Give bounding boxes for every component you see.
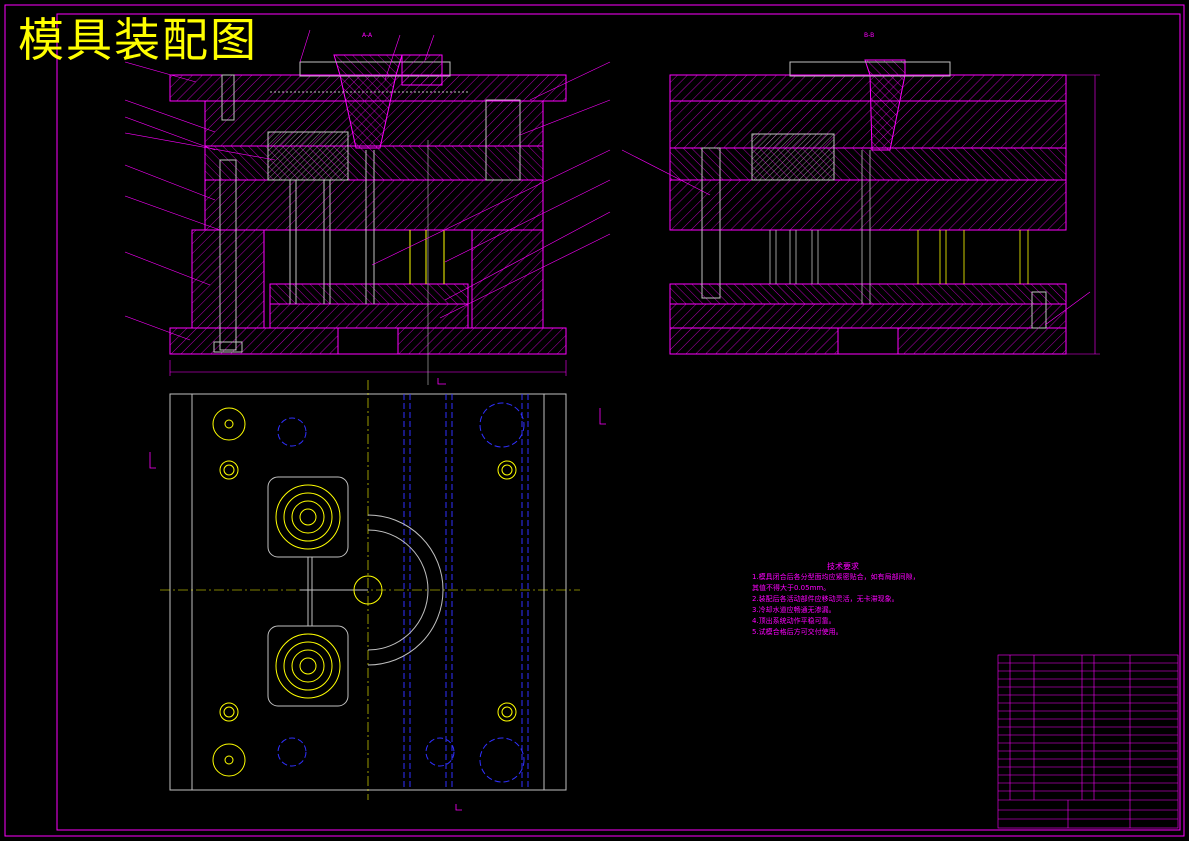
tech-req-line: 4.顶出系统动作平稳可靠。 <box>752 617 836 625</box>
tech-req-line: 5.试模合格后方可交付使用。 <box>752 628 843 636</box>
plan-view <box>149 378 606 811</box>
technical-requirements-list: 1.模具闭合后各分型面均应紧密贴合，如有局部间隙， 其值不得大于0.05mm。 … <box>752 572 982 638</box>
title-block <box>997 654 1179 829</box>
tech-req-line: 其值不得大于0.05mm。 <box>752 584 831 592</box>
section-label-side: B-B <box>864 32 874 39</box>
tech-req-line: 3.冷却水道应畅通无渗漏。 <box>752 606 836 614</box>
tech-req-line: 2.装配后各活动部件应移动灵活，无卡滞现象。 <box>752 595 899 603</box>
front-section-view <box>124 29 611 385</box>
section-label-front: A-A <box>362 32 373 39</box>
sheet-outer-border <box>4 4 1185 837</box>
side-section-view <box>621 59 1100 355</box>
tech-req-line: 1.模具闭合后各分型面均应紧密贴合，如有局部间隙， <box>752 573 920 581</box>
sheet-inner-border <box>56 13 1181 831</box>
technical-requirements-heading: 技术要求 <box>827 562 859 571</box>
drawing-title: 模具装配图 <box>18 13 258 67</box>
